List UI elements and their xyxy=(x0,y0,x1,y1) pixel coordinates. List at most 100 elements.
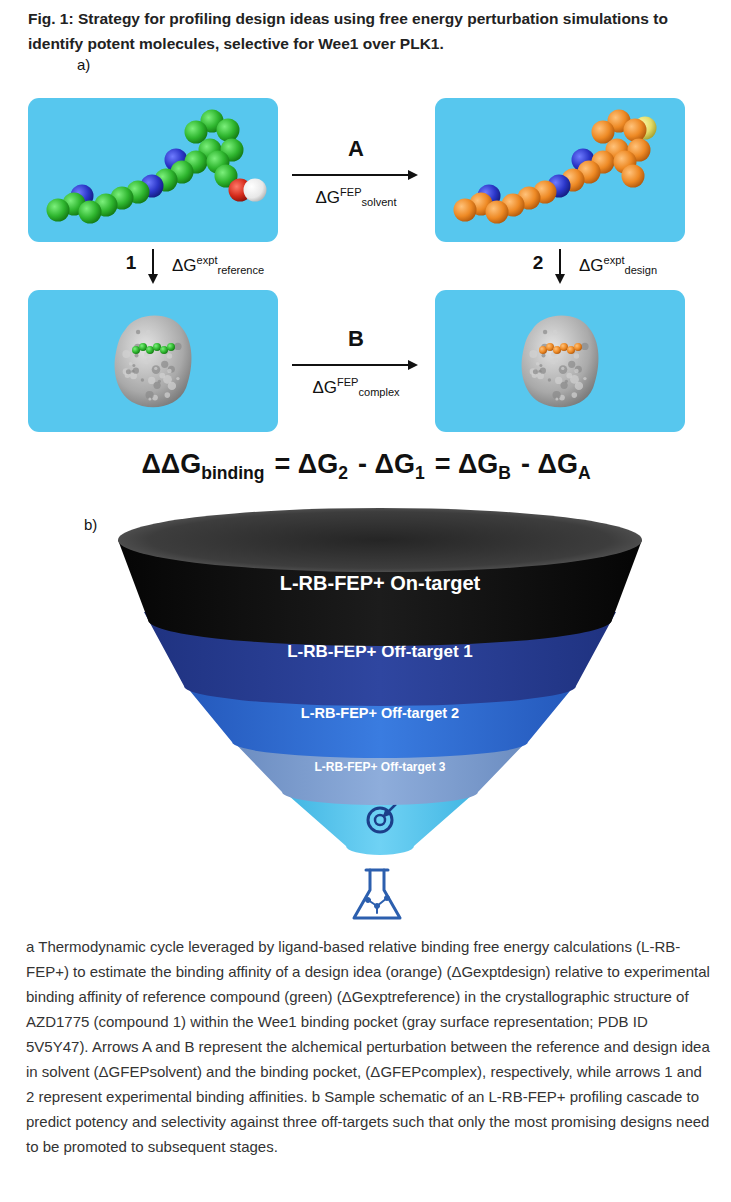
label-group: a) xyxy=(77,56,90,74)
surface-texture xyxy=(536,362,540,366)
surface-texture xyxy=(555,377,562,384)
label-text: = ΔG xyxy=(275,449,339,479)
surface-texture xyxy=(144,360,149,365)
surface-texture xyxy=(167,369,171,373)
panel-boxes xyxy=(28,98,685,432)
ligand-atom xyxy=(139,343,147,351)
surface-texture xyxy=(540,368,546,374)
surface-texture xyxy=(165,392,171,398)
ligand-atom xyxy=(160,346,168,354)
reference-solvent-box xyxy=(28,98,278,242)
surface-texture xyxy=(148,398,151,401)
design-complex-box xyxy=(435,290,685,432)
ligand-atom xyxy=(132,346,140,354)
label-text: ΔΔG xyxy=(141,449,201,479)
surface-texture xyxy=(161,361,168,368)
label-text: a) xyxy=(77,56,90,73)
surface-texture xyxy=(141,378,144,381)
funnel-top-face xyxy=(118,508,642,572)
protein-surface xyxy=(115,315,192,407)
superscript-text: FEP xyxy=(337,376,358,388)
label-group: 2 xyxy=(533,252,544,275)
atom-sphere xyxy=(486,201,509,224)
surface-texture xyxy=(154,367,157,370)
arrow-a xyxy=(292,174,416,176)
label-group: ΔGFEPsolvent xyxy=(315,186,396,210)
label-text: 2 xyxy=(533,252,544,273)
surface-texture xyxy=(148,377,155,384)
surface-texture xyxy=(561,367,564,370)
surface-texture xyxy=(539,364,542,367)
subscript-text: binding xyxy=(201,463,264,483)
surface-texture xyxy=(136,330,140,334)
ligand-atom xyxy=(546,343,554,351)
surface-texture xyxy=(129,362,133,366)
atom-sphere xyxy=(592,121,615,144)
design-solvent-box xyxy=(435,98,685,242)
superscript-text: expt xyxy=(604,254,625,266)
atom-sphere xyxy=(79,201,102,224)
ligand-atom xyxy=(553,346,561,354)
label-group: 1 xyxy=(126,252,137,275)
superscript-text: FEP xyxy=(340,186,361,198)
surface-texture xyxy=(548,378,551,381)
surface-texture xyxy=(566,373,572,379)
figure-title: Fig. 1: Strategy for profiling design id… xyxy=(28,6,718,56)
protein-surface xyxy=(522,315,599,407)
surface-texture xyxy=(581,343,588,350)
arrow-b xyxy=(292,364,416,366)
atom-sphere xyxy=(47,199,70,222)
label-text: 1 xyxy=(126,252,137,273)
surface-texture xyxy=(152,365,161,374)
surface-texture xyxy=(135,354,139,358)
subscript-text: B xyxy=(498,463,511,483)
surface-texture xyxy=(568,361,575,368)
surface-texture xyxy=(551,360,556,365)
surface-texture xyxy=(574,369,578,373)
flask-icon xyxy=(354,870,400,918)
label-group: ΔGFEPcomplex xyxy=(312,376,399,400)
surface-texture xyxy=(133,368,139,374)
subscript-text: solvent xyxy=(362,196,397,208)
band-body xyxy=(144,612,616,706)
label-text: B xyxy=(348,326,364,351)
funnel-band: L-RB-FEP+ On-target xyxy=(118,508,642,648)
label-group: ΔGexptdesign xyxy=(579,254,657,278)
label-group: B xyxy=(348,326,364,352)
ligand-atom xyxy=(153,343,161,351)
band-body xyxy=(230,738,530,805)
label-text: ΔG xyxy=(172,256,197,275)
superscript-text: expt xyxy=(197,254,218,266)
stage-label: L-RB-FEP+ Off-target 2 xyxy=(260,705,500,722)
surface-texture xyxy=(122,350,130,358)
ligand-atom xyxy=(539,346,547,354)
surface-texture xyxy=(158,380,161,383)
design-molecule xyxy=(454,110,657,224)
stage-label: L-RB-FEP+ On-target xyxy=(230,571,530,595)
surface-texture xyxy=(574,353,580,359)
surface-texture xyxy=(553,330,558,335)
reference-molecule xyxy=(47,110,267,224)
atom-sphere xyxy=(454,199,477,222)
arrow-2 xyxy=(559,249,561,282)
label-text: ΔG xyxy=(579,256,604,275)
ligand-atom xyxy=(146,346,154,354)
surface-texture xyxy=(575,382,583,390)
label-text: ΔG xyxy=(312,378,337,397)
surface-texture xyxy=(146,330,151,335)
surface-texture xyxy=(168,382,176,390)
surface-texture xyxy=(174,343,181,350)
atom-sphere xyxy=(185,121,208,144)
label-text: b) xyxy=(84,516,97,533)
ligand-atom xyxy=(567,346,575,354)
subscript-text: 2 xyxy=(338,463,348,483)
ligand-atom xyxy=(574,343,582,351)
label-text: - ΔG xyxy=(358,449,415,479)
surface-texture xyxy=(559,365,568,374)
arrow-1 xyxy=(152,249,154,282)
surface-texture xyxy=(555,398,558,401)
label-text: - ΔG xyxy=(521,449,578,479)
surface-texture xyxy=(565,380,568,383)
surface-texture xyxy=(533,369,538,374)
